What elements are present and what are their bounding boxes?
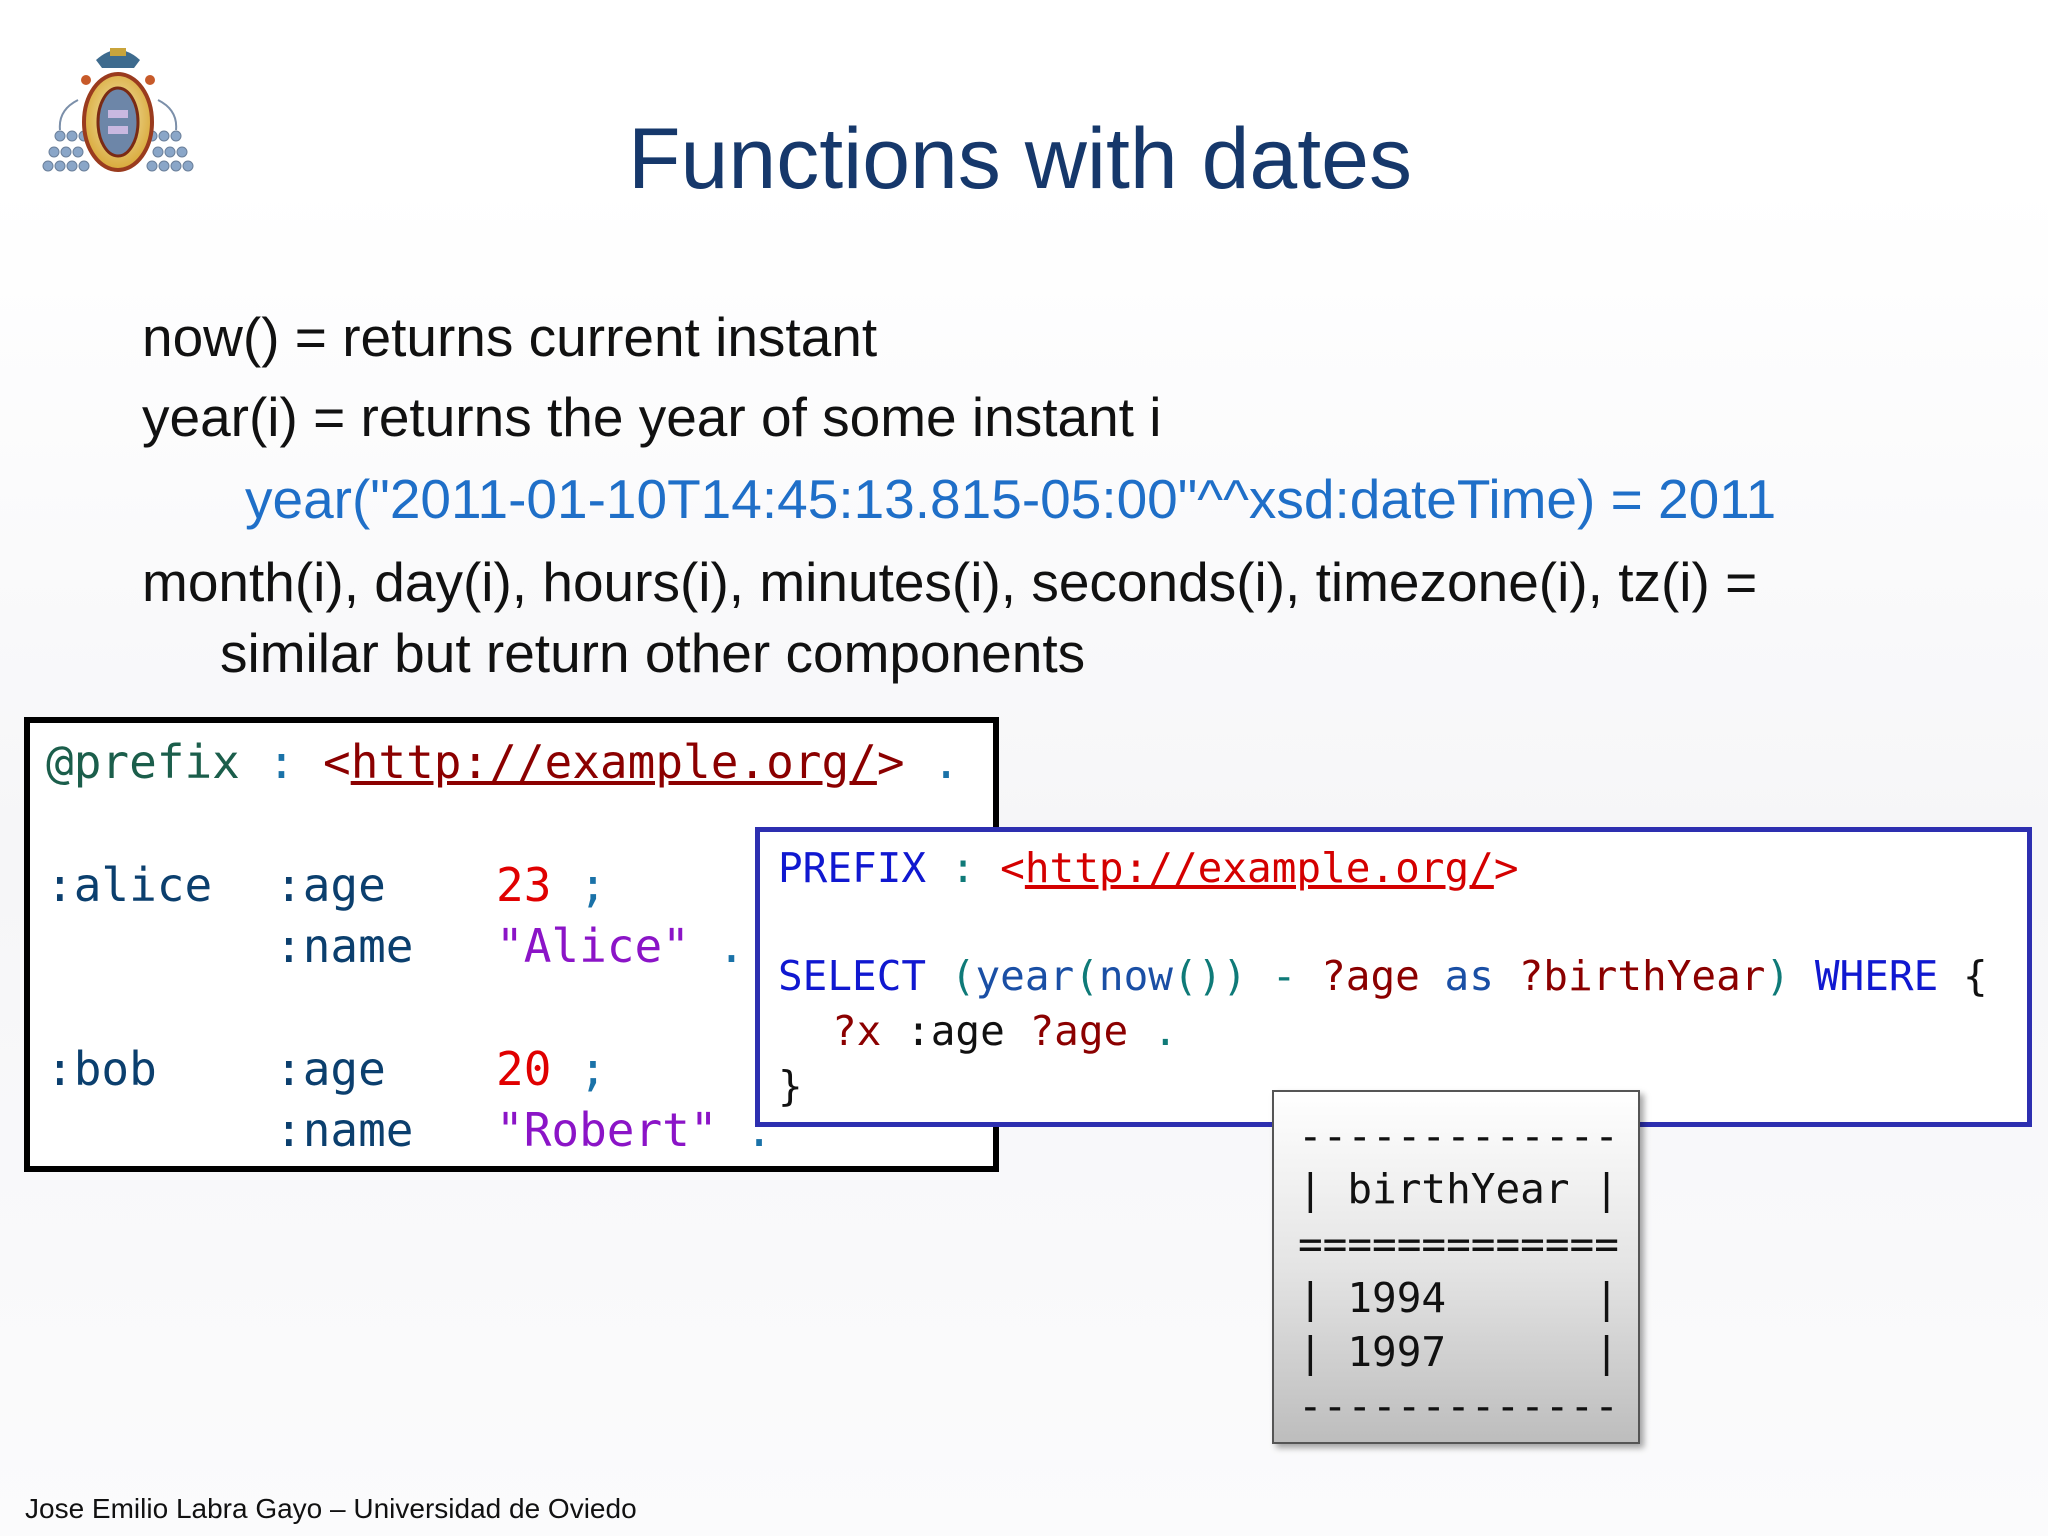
result-border-bottom: ------------- [1298, 1382, 1619, 1430]
query-triple-pattern: ?x :age ?age . [832, 1007, 1178, 1055]
result-row: | 1994 | [1298, 1274, 1619, 1322]
university-crest-logo [42, 48, 194, 172]
query-prefix-iri: http://example.org/ [1024, 844, 1494, 892]
alice-name-value: "Alice" . [496, 919, 746, 973]
year-example: year("2011-01-10T14:45:13.815-05:00"^^xs… [245, 468, 1777, 530]
result-border-top: ------------- [1298, 1112, 1619, 1160]
slide-footer: Jose Emilio Labra Gayo – Universidad de … [25, 1493, 637, 1524]
turtle-prefix-iri: http://example.org/ [350, 735, 877, 789]
bullet-now: now() = returns current instant [142, 306, 878, 368]
query-prefix-line: PREFIX : <http://example.org/> [778, 844, 1519, 892]
result-separator: ============= [1298, 1220, 1619, 1268]
alice-name-prop: :name [275, 919, 414, 973]
subject-bob: :bob [46, 1042, 157, 1096]
bullet-other-functions: month(i), day(i), hours(i), minutes(i), … [142, 551, 1758, 613]
slide-title: Functions with dates [628, 111, 1412, 207]
alice-age-value: 23 ; [496, 858, 607, 912]
alice-age-prop: :age [275, 858, 386, 912]
query-select-line: SELECT (year(now()) - ?age as ?birthYear… [778, 952, 1988, 1000]
result-row: | 1997 | [1298, 1328, 1619, 1376]
query-result-table: ------------- | birthYear | ============… [1272, 1090, 1640, 1444]
query-close-brace: } [778, 1062, 803, 1110]
bob-name-value: "Robert" . [496, 1103, 773, 1157]
subject-alice: :alice [46, 858, 213, 912]
bob-name-prop: :name [275, 1103, 414, 1157]
bullet-year: year(i) = returns the year of some insta… [142, 386, 1162, 448]
result-header: | birthYear | [1298, 1165, 1619, 1213]
bullet-other-functions-cont: similar but return other components [220, 622, 1086, 684]
bob-age-prop: :age [275, 1042, 386, 1096]
turtle-prefix-line: @prefix : <http://example.org/> . [46, 735, 960, 789]
bob-age-value: 20 ; [496, 1042, 607, 1096]
sparql-query-box: PREFIX : <http://example.org/> SELECT (y… [755, 827, 2032, 1127]
